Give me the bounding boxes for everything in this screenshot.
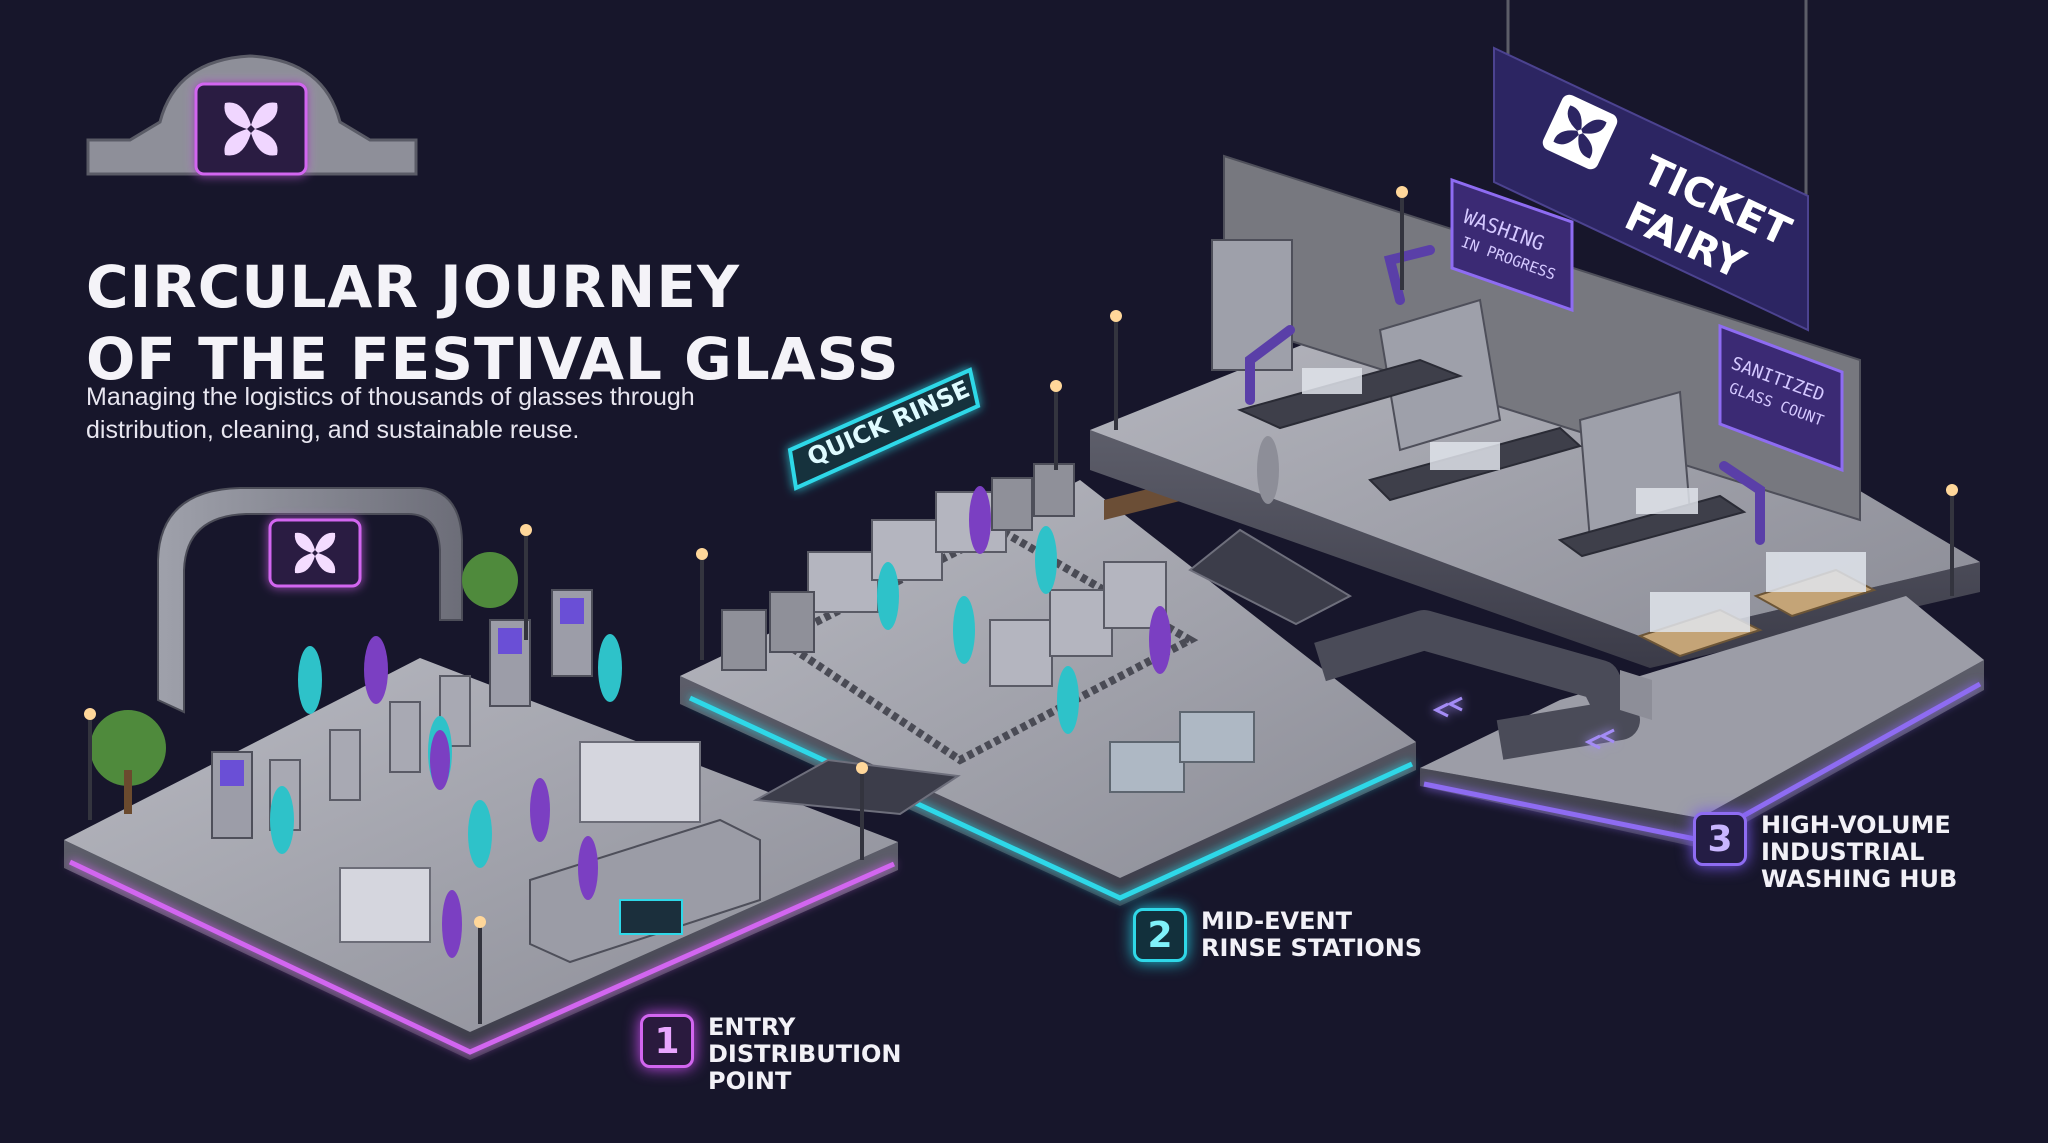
step-2-line-2: RINSE STATIONS (1201, 934, 1423, 962)
sanitized-count-screen (1718, 323, 1844, 473)
step-number-badge-2: 2 (1133, 908, 1187, 962)
step-1-line-3: POINT (708, 1067, 792, 1095)
step-number-badge-3: 3 (1693, 812, 1747, 866)
step-washing-hub: 3 HIGH-VOLUME INDUSTRIAL WASHING HUB (1693, 812, 1957, 893)
step-3-line-1: HIGH-VOLUME (1761, 811, 1951, 839)
platform-rinse-stations (680, 367, 1416, 906)
title-line-1: CIRCULAR JOURNEY (86, 252, 740, 321)
step-3-line-2: INDUSTRIAL (1761, 838, 1925, 866)
subtitle-line-2: distribution, cleaning, and sustainable … (86, 416, 580, 444)
platform-entry-distribution (64, 487, 898, 1060)
step-2-line-1: MID-EVENT (1201, 907, 1352, 935)
step-label-3: HIGH-VOLUME INDUSTRIAL WASHING HUB (1761, 812, 1957, 893)
brand-logo-emblem (86, 54, 418, 176)
step-rinse-stations: 2 MID-EVENT RINSE STATIONS (1133, 908, 1422, 962)
platform-washing-hub (1090, 0, 1984, 848)
page-title: CIRCULAR JOURNEY OF THE FESTIVAL GLASS (86, 251, 986, 395)
title-line-2: OF THE FESTIVAL GLASS (86, 324, 900, 393)
step-1-line-1: ENTRY (708, 1013, 796, 1041)
subtitle-line-1: Managing the logistics of thousands of g… (86, 383, 695, 411)
step-1-line-2: DISTRIBUTION (708, 1040, 902, 1068)
brand-banner-icon (1542, 94, 1618, 170)
washing-status-screen (1450, 177, 1574, 313)
step-entry-distribution: 1 ENTRY DISTRIBUTION POINT (640, 1014, 902, 1095)
step-number-badge-1: 1 (640, 1014, 694, 1068)
step-label-2: MID-EVENT RINSE STATIONS (1201, 908, 1422, 962)
step-label-1: ENTRY DISTRIBUTION POINT (708, 1014, 902, 1095)
quick-rinse-sign (787, 367, 981, 491)
page-subtitle: Managing the logistics of thousands of g… (86, 381, 786, 447)
step-3-line-3: WASHING HUB (1761, 865, 1958, 893)
